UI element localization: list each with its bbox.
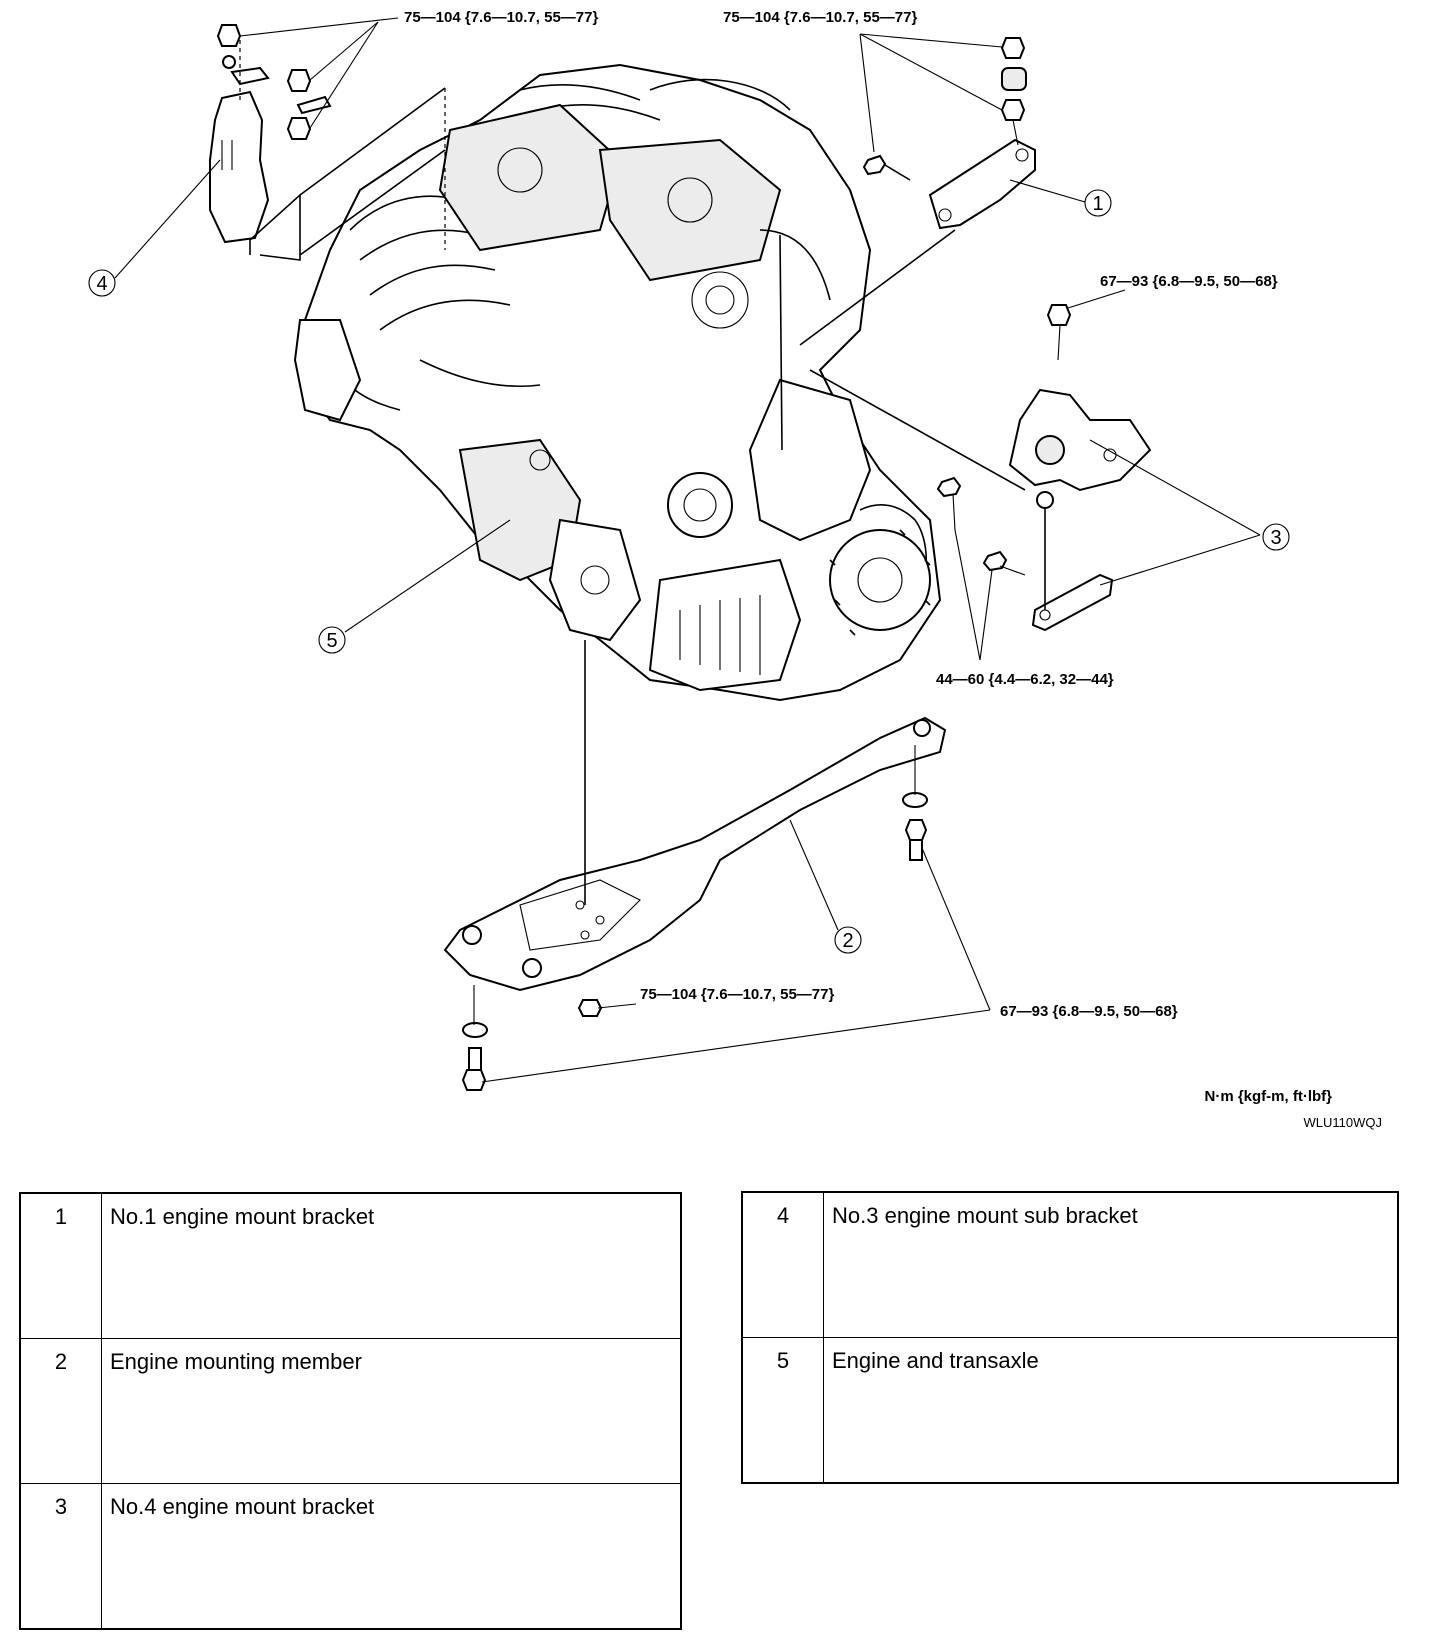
figure-code: WLU110WQJ (1304, 1115, 1383, 1130)
engine-transaxle-assembly (293, 63, 942, 702)
callout-3-label: 3 (1270, 527, 1281, 549)
torque-label-top-right: 75—104 {7.6—10.7, 55—77} (723, 9, 917, 26)
legend-number: 4 (741, 1191, 824, 1338)
torque-label-member-right: 67—93 {6.8—9.5, 50—68} (1000, 1003, 1178, 1020)
legend-label: No.3 engine mount sub bracket (823, 1191, 1399, 1338)
legend-label: Engine mounting member (101, 1338, 682, 1484)
callout-leaders (114, 159, 1261, 931)
legend-table-right: 4 No.3 engine mount sub bracket 5 Engine… (741, 1191, 1399, 1484)
legend-label: Engine and transaxle (823, 1337, 1399, 1484)
no1-engine-mount-bracket (799, 37, 1036, 346)
table-row: 3 No.4 engine mount bracket (19, 1483, 682, 1630)
torque-label-member-center: 75—104 {7.6—10.7, 55—77} (640, 986, 834, 1003)
callout-3: 3 (1262, 523, 1290, 551)
torque-label-mount4-top: 67—93 {6.8—9.5, 50—68} (1100, 273, 1278, 290)
legend-number: 5 (741, 1337, 824, 1484)
table-row: 2 Engine mounting member (19, 1338, 682, 1484)
torque-label-top-left: 75—104 {7.6—10.7, 55—77} (404, 9, 598, 26)
torque-leader-lines (239, 17, 1126, 1083)
callout-2-label: 2 (842, 930, 853, 952)
engine-mount-diagram: 1 2 3 4 5 75—104 {7.6—10.7, 55—77} 75—10… (88, 9, 1383, 1130)
no4-engine-mount-bracket (809, 304, 1152, 632)
callout-5: 5 (318, 626, 346, 654)
callout-4: 4 (88, 269, 116, 297)
callout-1-label: 1 (1092, 193, 1103, 215)
table-row: 4 No.3 engine mount sub bracket (741, 1191, 1399, 1338)
callout-4-label: 4 (96, 273, 107, 295)
legend-table-left: 1 No.1 engine mount bracket 2 Engine mou… (19, 1192, 682, 1630)
table-row: 1 No.1 engine mount bracket (19, 1192, 682, 1339)
callout-2: 2 (834, 926, 862, 954)
units-label: N·m {kgf-m, ft·lbf} (1205, 1088, 1333, 1105)
callout-5-label: 5 (326, 630, 337, 652)
table-row: 5 Engine and transaxle (741, 1337, 1399, 1484)
torque-label-mount4-bottom: 44—60 {4.4—6.2, 32—44} (936, 671, 1114, 688)
legend-number: 3 (19, 1483, 102, 1630)
engine-mounting-member (443, 640, 947, 1091)
legend-number: 1 (19, 1192, 102, 1339)
legend-label: No.4 engine mount bracket (101, 1483, 682, 1630)
callout-1: 1 (1084, 189, 1112, 217)
legend-number: 2 (19, 1338, 102, 1484)
no3-engine-mount-sub-bracket (209, 24, 446, 261)
legend-label: No.1 engine mount bracket (101, 1192, 682, 1339)
